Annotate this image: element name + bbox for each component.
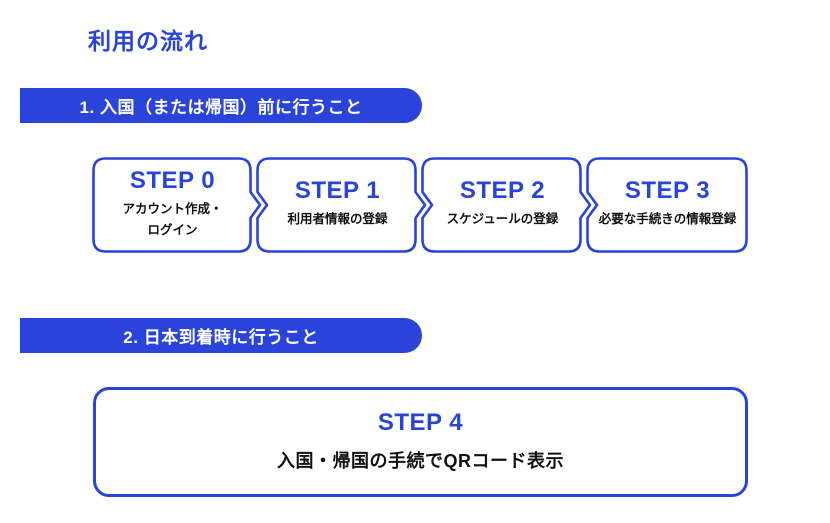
- step-1-description: 利用者情報の登録: [287, 212, 388, 227]
- step-2-description: スケジュールの登録: [446, 212, 559, 227]
- step-4-description: 入国・帰国の手続でQRコード表示: [277, 451, 564, 471]
- section-2-banner-label: 2. 日本到着時に行うこと: [123, 328, 319, 347]
- step-4-title: STEP 4: [377, 409, 464, 436]
- step-2-shape: [421, 157, 592, 253]
- pre-entry-step-flow: STEP 0 アカウント作成・ ログイン STEP 1 利用者情報の登録 STE…: [92, 157, 748, 253]
- section-1-banner-label: 1. 入国（または帰国）前に行うこと: [79, 98, 363, 117]
- page-title: 利用の流れ: [88, 28, 208, 54]
- step-flow-arrow-shapes: [92, 157, 748, 253]
- step-3-card: STEP 3 必要な手続きの情報登録: [589, 157, 746, 253]
- step-4-card: STEP 4 入国・帰国の手続でQRコード表示: [93, 387, 748, 497]
- step-1-card: STEP 1 利用者情報の登録: [259, 157, 416, 253]
- step-2-card: STEP 2 スケジュールの登録: [424, 157, 581, 253]
- step-1-title: STEP 1: [294, 177, 381, 205]
- step-3-shape: [586, 157, 748, 253]
- step-0-description: アカウント作成・ ログイン: [122, 201, 223, 237]
- step-3-title: STEP 3: [624, 177, 711, 205]
- section-2-banner: 2. 日本到着時に行うこと: [20, 318, 422, 353]
- step-2-title: STEP 2: [459, 177, 546, 205]
- step-0-title: STEP 0: [129, 166, 216, 194]
- section-1-banner: 1. 入国（または帰国）前に行うこと: [20, 88, 422, 123]
- step-0-card: STEP 0 アカウント作成・ ログイン: [94, 157, 251, 253]
- step-0-shape: [92, 157, 262, 253]
- step-1-shape: [256, 157, 427, 253]
- step-3-description: 必要な手続きの情報登録: [598, 212, 737, 227]
